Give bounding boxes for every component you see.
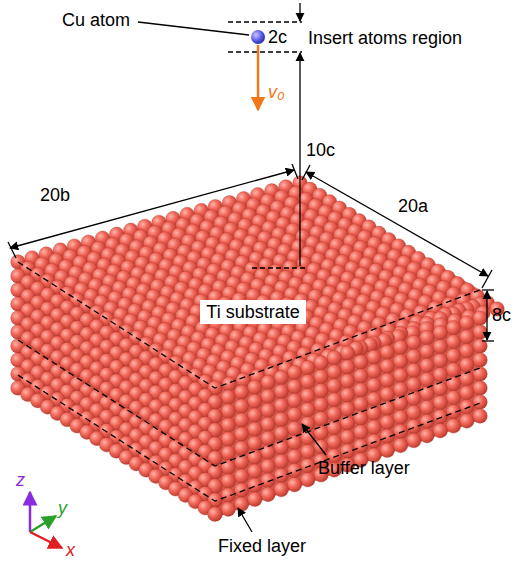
substrate-label-box: Ti substrate xyxy=(200,300,305,324)
node-text: Ti substrate xyxy=(206,302,299,322)
figure-label: Fixed layer xyxy=(218,536,306,556)
figure-label: Cu atom xyxy=(62,10,130,30)
figure-label: 8c xyxy=(492,305,511,325)
figure-label: 10c xyxy=(306,140,335,160)
figure-label: z xyxy=(16,470,25,490)
dimension-lines xyxy=(8,3,494,532)
figure-label: 20b xyxy=(40,185,70,205)
figure-label: v₀ xyxy=(268,82,285,102)
figure-label: Buffer layer xyxy=(318,458,410,478)
figure-label: 20a xyxy=(398,196,428,216)
figure-label: x xyxy=(66,540,75,560)
figure-label: y xyxy=(58,498,67,518)
figure-label: 2c xyxy=(268,27,287,47)
cu-atom xyxy=(251,30,265,110)
axes xyxy=(30,492,62,548)
figure-label: Insert atoms region xyxy=(308,28,462,48)
